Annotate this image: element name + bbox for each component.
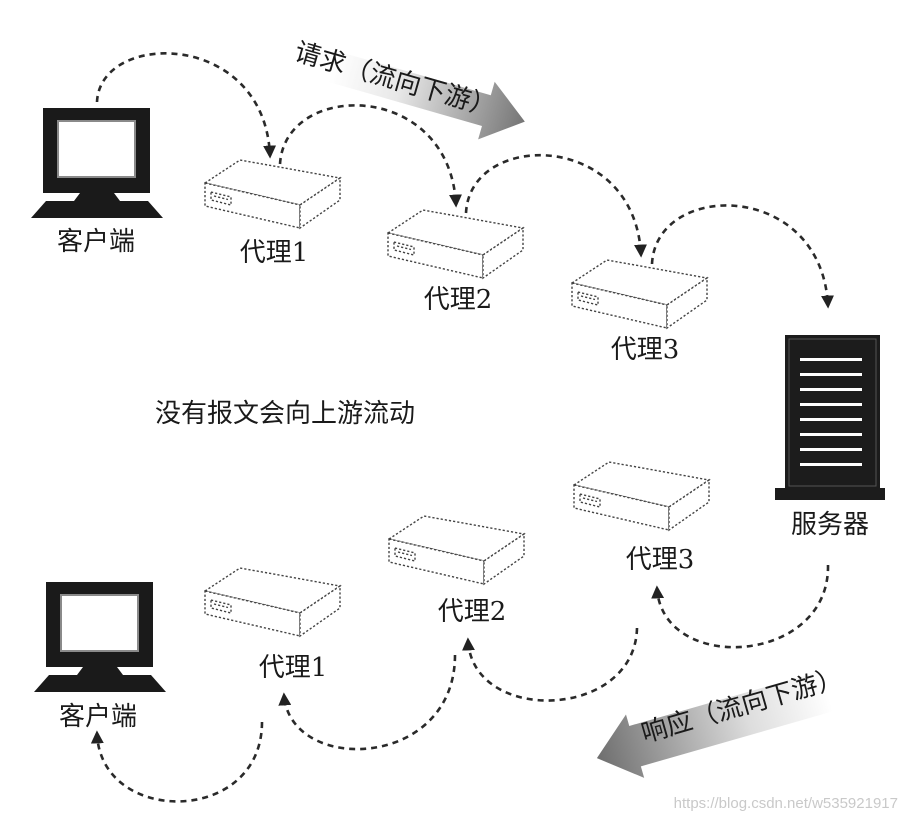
bottom-client-label: 客户端: [59, 702, 137, 732]
bottom-client-icon: [34, 582, 166, 692]
server-label: 服务器: [791, 510, 869, 540]
bottom-proxy-2-label: 代理2: [438, 597, 507, 627]
server-slot: [800, 358, 862, 361]
top-proxy-1-icon: [204, 159, 341, 229]
bottom-proxy-1-icon: [204, 567, 341, 637]
response-curve-proxy3-to-proxy2: [462, 627, 639, 702]
top-client-label: 客户端: [57, 227, 135, 257]
server-slot: [800, 463, 862, 466]
top-proxy-3-icon: [571, 259, 708, 329]
request-arrow-shape: [328, 51, 525, 140]
top-proxy-3-label: 代理3: [611, 335, 680, 365]
bottom-proxy-3-label: 代理3: [626, 545, 695, 575]
response-curve-proxy2-to-proxy1: [278, 654, 457, 751]
watermark-url: https://blog.csdn.net/w535921917: [674, 795, 898, 812]
monitor-base: [34, 675, 166, 692]
top-proxy-2-icon: [387, 209, 524, 279]
top-proxy-2-label: 代理2: [424, 285, 493, 315]
request-label: 请求（流向下游）: [291, 37, 499, 123]
bottom-proxy-3-icon: [573, 461, 710, 531]
monitor-neck: [74, 193, 120, 201]
server-slot: [800, 403, 862, 406]
server-base: [775, 488, 885, 500]
server-slot: [800, 433, 862, 436]
monitor-neck: [77, 667, 123, 675]
server-slot: [800, 418, 862, 421]
response-curve-server-to-proxy3: [651, 564, 830, 649]
bottom-proxy-2-icon: [388, 515, 525, 585]
response-direction-arrow: 响应（流向下游）: [596, 663, 846, 778]
server-bezel: [788, 338, 877, 487]
server-slot: [800, 373, 862, 376]
server-slot: [800, 388, 862, 391]
request-direction-arrow: 请求（流向下游）: [291, 37, 525, 140]
response-curve-proxy1-to-client: [90, 721, 264, 803]
top-client-icon: [31, 108, 163, 218]
request-curve-client-to-proxy1: [95, 52, 277, 159]
monitor-base: [31, 201, 163, 218]
monitor-screen: [57, 120, 136, 178]
server-icon: [775, 335, 885, 500]
top-proxy-1-label: 代理1: [240, 238, 309, 268]
bottom-proxy-1-label: 代理1: [259, 653, 328, 683]
monitor-screen: [60, 594, 139, 652]
server-slot: [800, 448, 862, 451]
response-arrow-shape: [596, 670, 834, 778]
upstream-note: 没有报文会向上游流动: [155, 399, 415, 429]
